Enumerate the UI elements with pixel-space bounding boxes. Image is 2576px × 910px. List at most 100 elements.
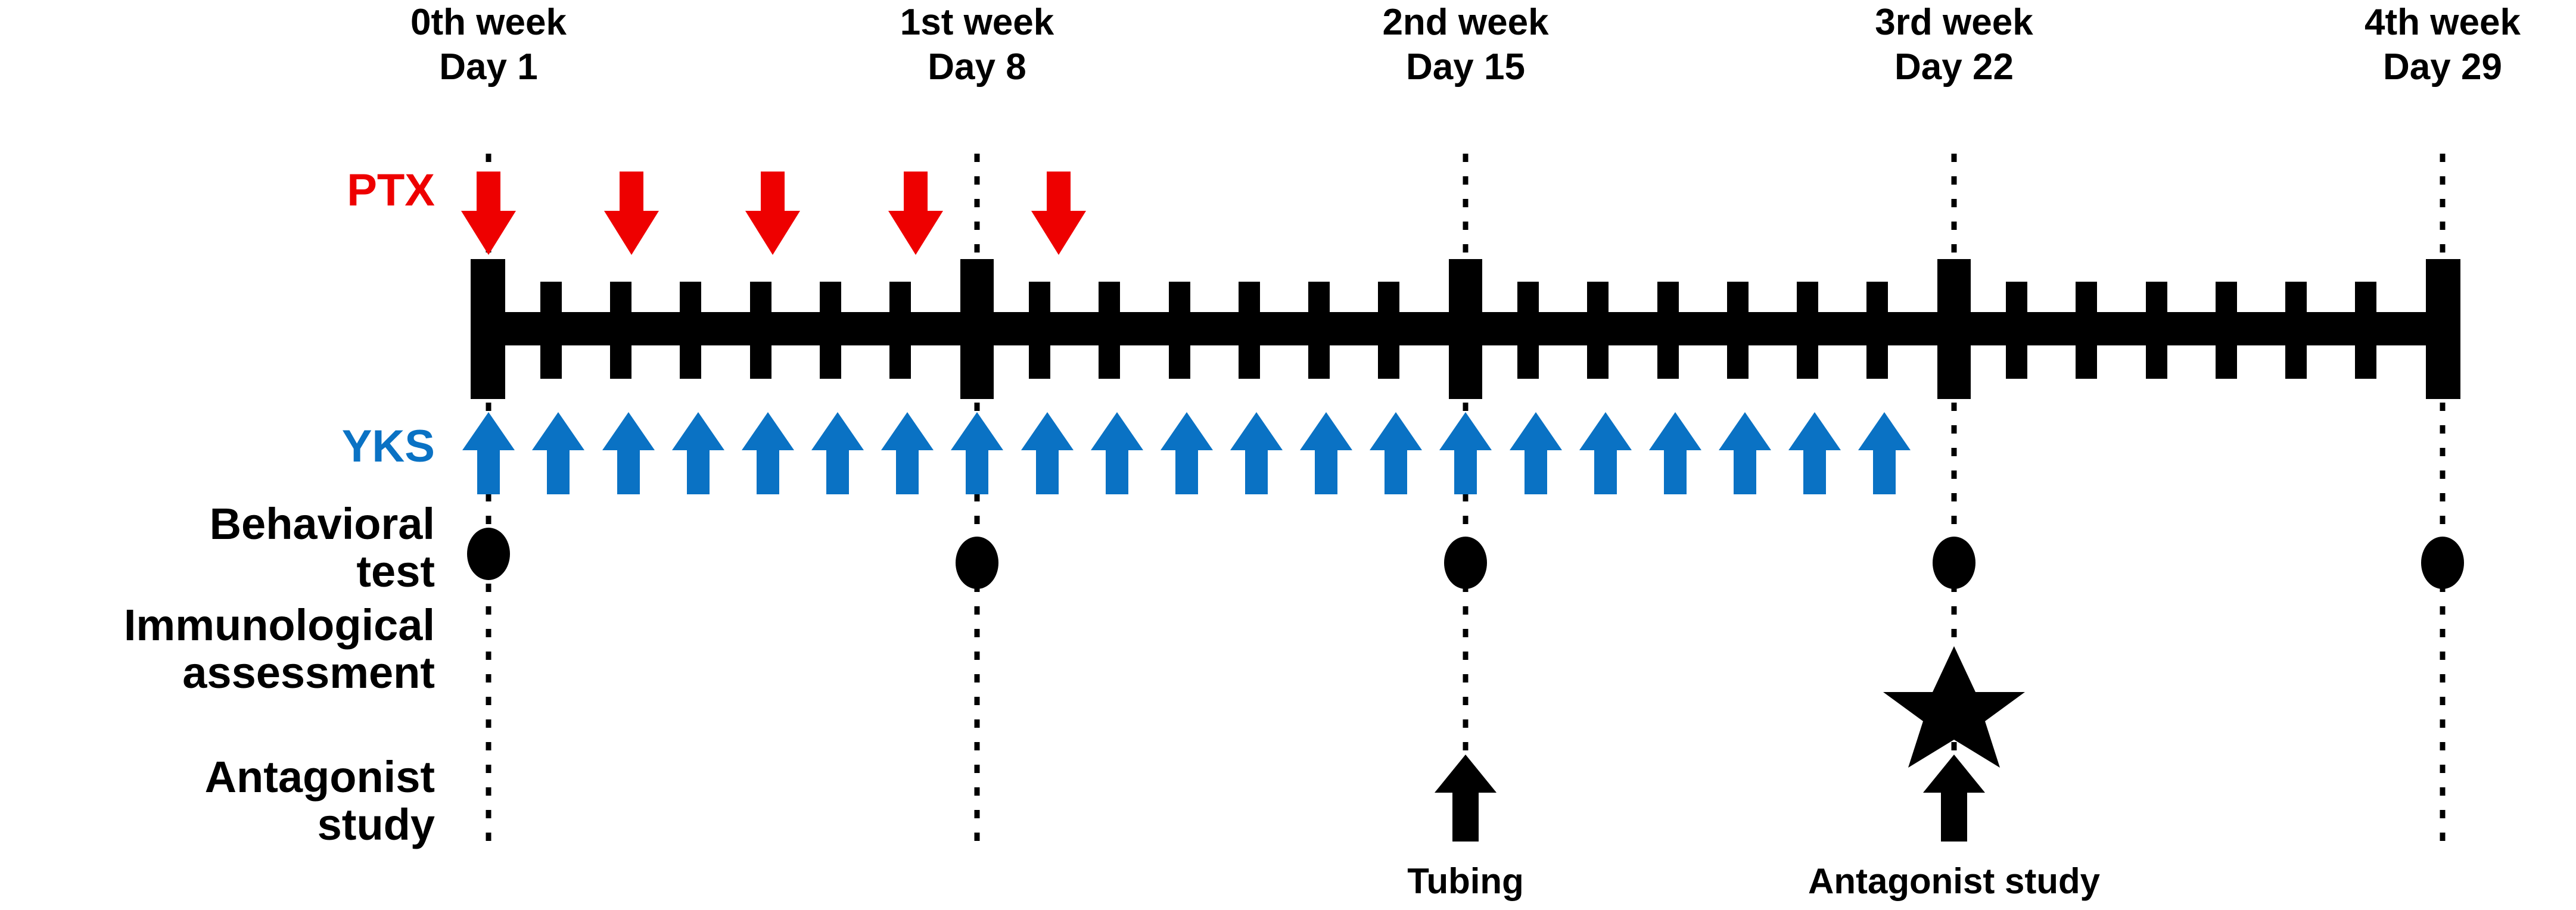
week-label-w0: 0th week: [410, 2, 567, 43]
yks-up-arrow-icon: [1300, 412, 1352, 494]
minor-tick: [750, 282, 771, 379]
minor-tick: [1378, 282, 1399, 379]
yks-row: YKS: [342, 412, 1911, 494]
tubing-up-arrow-icon: [1435, 755, 1497, 842]
week-header-w2: 2nd week Day 15: [1382, 2, 1549, 88]
minor-tick: [610, 282, 631, 379]
yks-up-arrow-icon: [1370, 412, 1422, 494]
yks-up-arrow-icon: [1788, 412, 1841, 494]
behavioral-test-dot-icon: [467, 528, 510, 580]
minor-tick: [1517, 282, 1539, 379]
minor-tick: [2216, 282, 2237, 379]
antagonist-study-up-arrow-icon: [1923, 755, 1985, 842]
yks-up-arrow-icon: [881, 412, 934, 494]
behavioral-test-dot-icon: [1444, 537, 1487, 589]
day-label-w4: Day 29: [2383, 46, 2502, 88]
tubing-annotation-label: Tubing: [1407, 861, 1523, 901]
week-header-w0: 0th week Day 1: [410, 2, 567, 88]
yks-up-arrow-icon: [811, 412, 864, 494]
minor-tick: [889, 282, 911, 379]
minor-tick: [680, 282, 701, 379]
ptx-down-arrow-icon: [888, 172, 943, 255]
minor-tick: [2146, 282, 2167, 379]
week-header-group: 0th week Day 1 1st week Day 8 2nd week D…: [410, 2, 2521, 88]
yks-up-arrow-icon: [532, 412, 584, 494]
week-header-w1: 1st week Day 8: [900, 2, 1054, 88]
yks-up-arrow-icon: [1510, 412, 1562, 494]
ptx-down-arrow-icon: [1031, 172, 1086, 255]
yks-up-arrow-icon: [1719, 412, 1771, 494]
yks-label: YKS: [342, 421, 435, 472]
antagonist-study-label-line1: Antagonist: [205, 752, 435, 802]
yks-up-arrow-icon: [1021, 412, 1074, 494]
tubing-annotation: Tubing: [1407, 755, 1524, 901]
minor-tick: [1029, 282, 1050, 379]
major-tick-day29: [2426, 259, 2460, 399]
immunological-assessment-label-line1: Immunological: [124, 600, 435, 650]
minor-tick: [1727, 282, 1749, 379]
minor-tick: [1657, 282, 1679, 379]
yks-up-arrow-icon: [462, 412, 515, 494]
yks-up-arrow-icon: [1579, 412, 1632, 494]
behavioral-test-row: Behavioral test: [210, 499, 2464, 596]
day-label-w2: Day 15: [1406, 46, 1525, 88]
minor-tick: [1797, 282, 1818, 379]
behavioral-test-dot-icon: [1933, 537, 1975, 589]
yks-up-arrow-icon: [1439, 412, 1492, 494]
minor-tick: [2076, 282, 2097, 379]
yks-up-arrow-icon: [1230, 412, 1283, 494]
yks-up-arrow-icon: [672, 412, 724, 494]
minor-tick: [820, 282, 841, 379]
major-tick-day22: [1937, 259, 1971, 399]
immunological-assessment-star-icon: [1883, 646, 2025, 768]
immunological-assessment-row: Immunological assessment: [124, 600, 2025, 768]
minor-tick: [1866, 282, 1888, 379]
ptx-down-arrow-icon: [604, 172, 659, 255]
antagonist-study-annotation-label: Antagonist study: [1808, 861, 2101, 901]
week-label-w1: 1st week: [900, 2, 1054, 43]
major-tick-day15: [1449, 259, 1482, 399]
minor-tick: [1587, 282, 1609, 379]
behavioral-test-label-line2: test: [356, 547, 435, 596]
yks-up-arrow-icon: [1858, 412, 1911, 494]
week-label-w4: 4th week: [2365, 2, 2521, 43]
antagonist-study-row: Antagonist study Tubing Antagonist study: [205, 752, 2101, 901]
yks-arrow-group: [462, 412, 1911, 494]
week-label-w2: 2nd week: [1382, 2, 1549, 43]
minor-tick: [1169, 282, 1190, 379]
minor-tick: [1099, 282, 1120, 379]
yks-up-arrow-icon: [1161, 412, 1213, 494]
behavioral-test-dot-icon: [2421, 537, 2464, 589]
week-label-w3: 3rd week: [1875, 2, 2033, 43]
guide-lines-group: [486, 154, 2446, 846]
antagonist-study-annotation: Antagonist study: [1808, 755, 2101, 901]
major-tick-day1: [471, 259, 505, 399]
week-header-w4: 4th week Day 29: [2365, 2, 2521, 88]
ptx-row: PTX: [347, 165, 1086, 255]
behavioral-test-marker-group: [467, 528, 2464, 589]
yks-up-arrow-icon: [951, 412, 1003, 494]
ptx-down-arrow-icon: [745, 172, 800, 255]
day-label-w3: Day 22: [1894, 46, 2014, 88]
antagonist-study-label-line2: study: [318, 800, 435, 849]
behavioral-test-dot-icon: [956, 537, 998, 589]
yks-up-arrow-icon: [742, 412, 794, 494]
week-header-w3: 3rd week Day 22: [1875, 2, 2033, 88]
ptx-label: PTX: [347, 165, 435, 216]
ptx-down-arrow-icon: [461, 172, 516, 255]
ptx-arrow-group: [461, 172, 1086, 255]
minor-tick: [540, 282, 562, 379]
minor-tick: [1308, 282, 1330, 379]
yks-up-arrow-icon: [1649, 412, 1701, 494]
behavioral-test-label-line1: Behavioral: [210, 499, 435, 549]
minor-tick: [2006, 282, 2027, 379]
minor-tick: [1239, 282, 1260, 379]
minor-tick: [2285, 282, 2307, 379]
yks-up-arrow-icon: [1091, 412, 1143, 494]
major-tick-day8: [960, 259, 994, 399]
day-label-w1: Day 8: [928, 46, 1026, 88]
timeline-axis: [471, 259, 2460, 399]
immunological-assessment-label-line2: assessment: [182, 648, 435, 697]
